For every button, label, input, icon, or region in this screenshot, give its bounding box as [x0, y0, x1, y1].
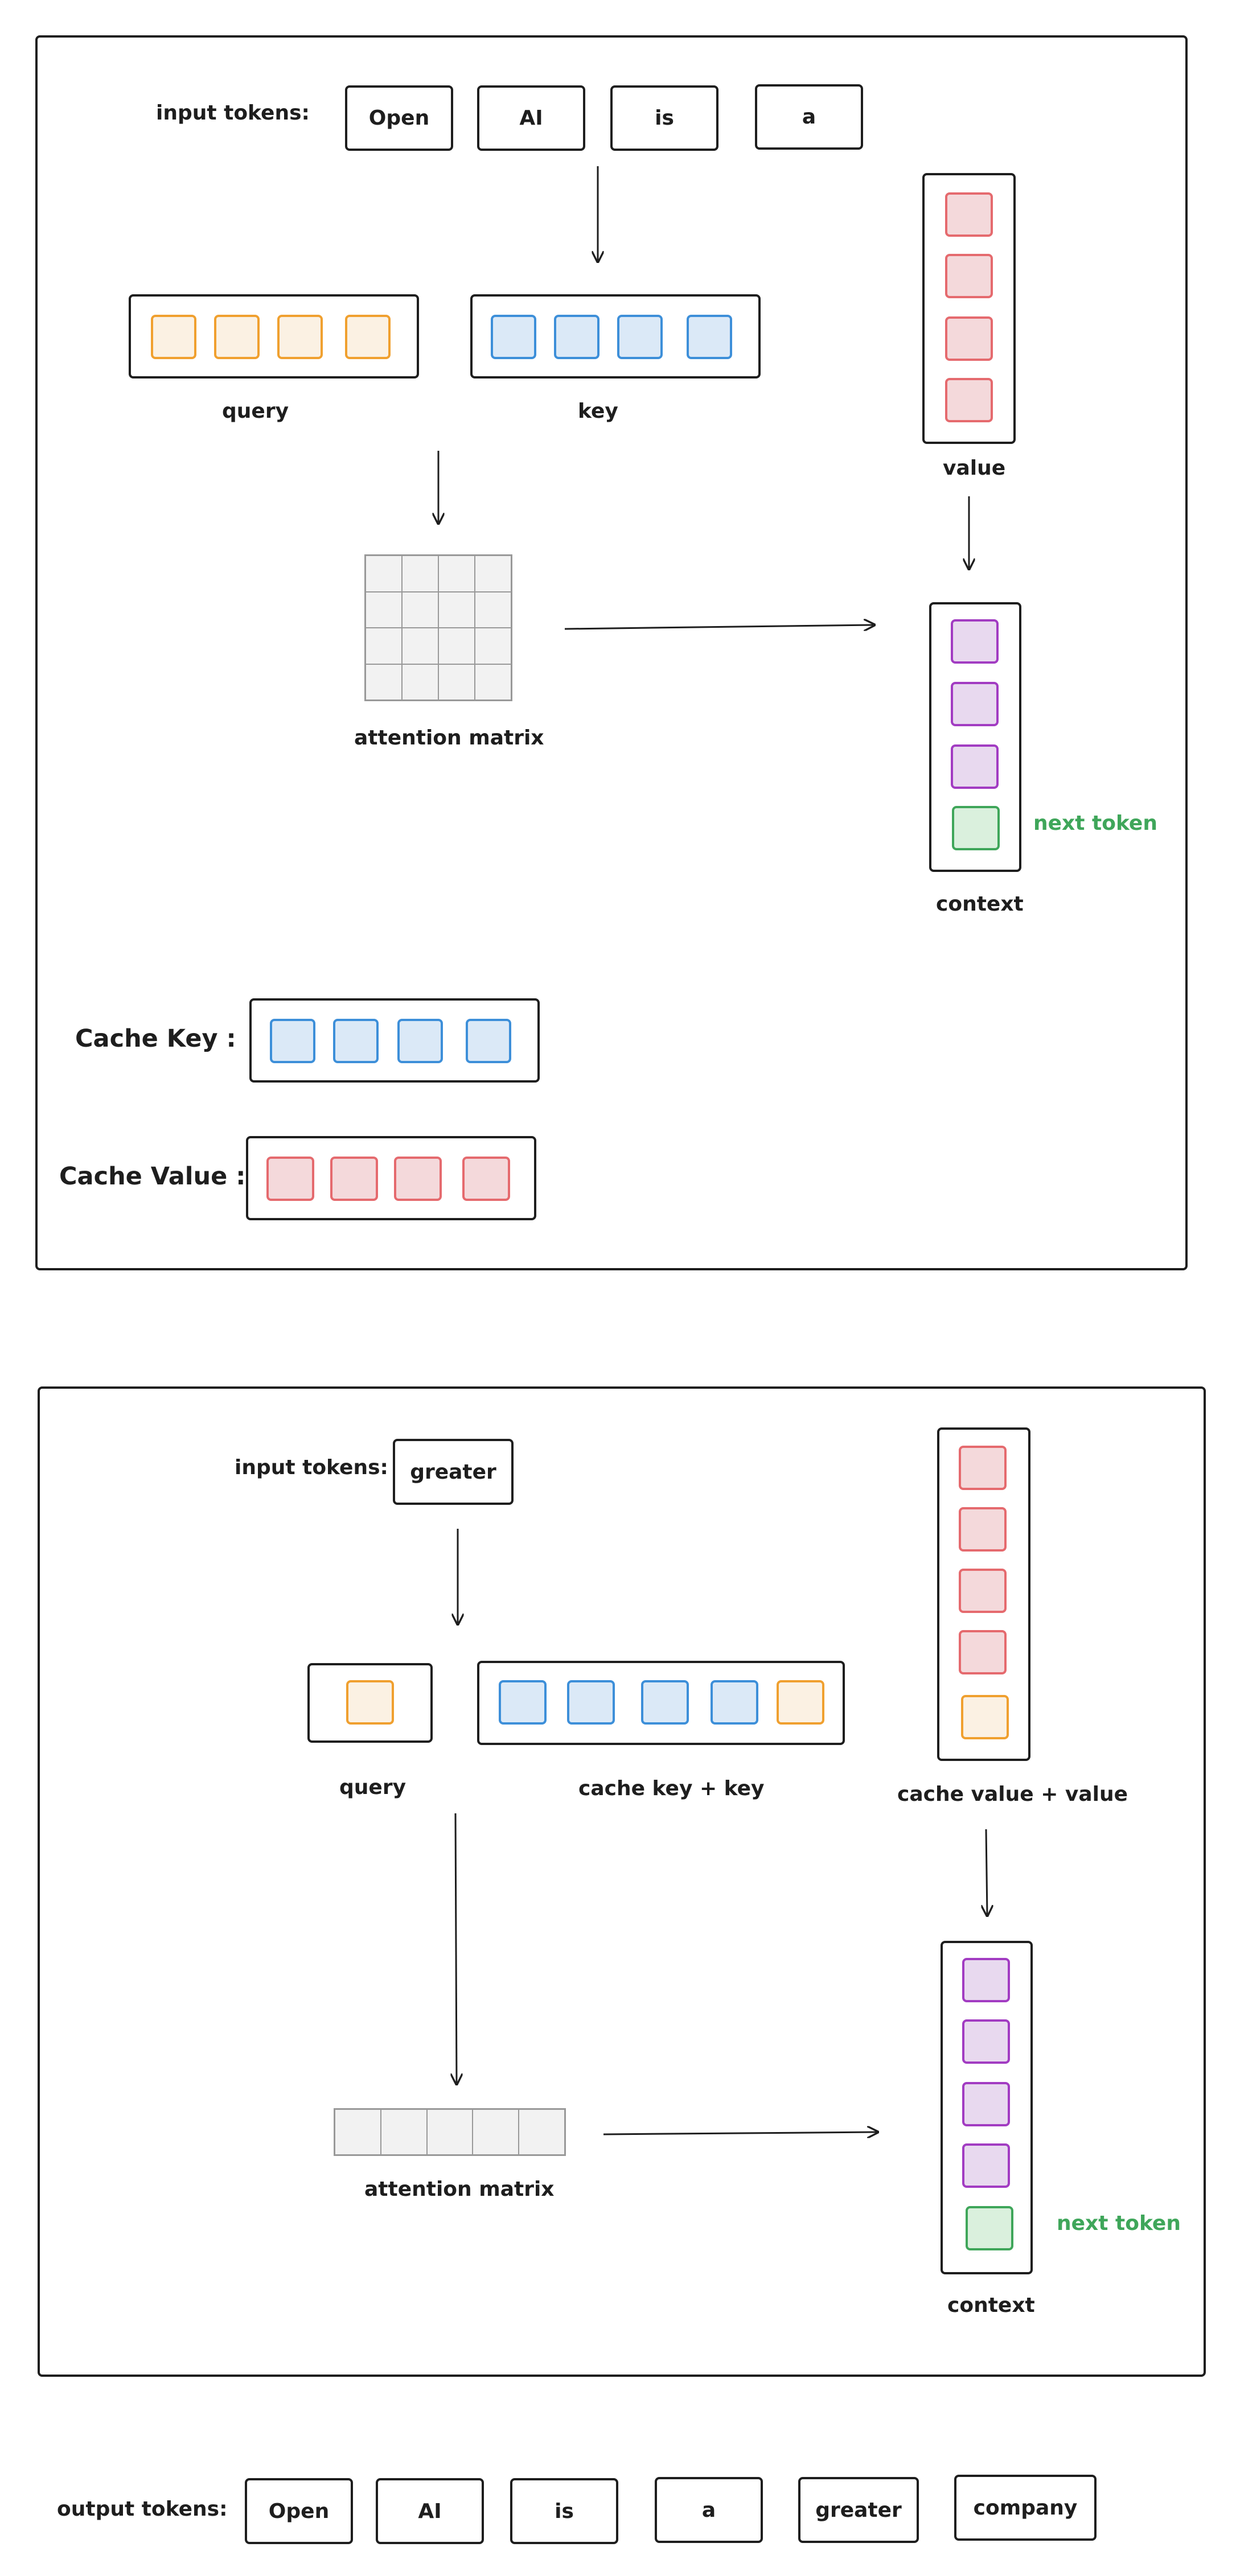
new-key-cell	[777, 1680, 824, 1725]
output-tokens-label: output tokens:	[57, 2497, 228, 2521]
attention-matrix-label-2: attention matrix	[364, 2178, 555, 2201]
cache-value-plus-value-label: cache value + value	[897, 1783, 1128, 1806]
cache-key-cell	[270, 1019, 315, 1063]
cache-key-cell	[333, 1019, 379, 1063]
input-token-ai: AI	[477, 85, 585, 151]
arrow-attention-to-context	[564, 625, 874, 629]
value-label: value	[943, 456, 1006, 480]
query-cell	[277, 315, 323, 359]
arrow-query-to-attention-2	[455, 1813, 457, 2084]
value-cell	[945, 254, 993, 298]
output-token-open: Open	[245, 2478, 353, 2544]
output-token-company: company	[954, 2475, 1097, 2541]
key-vector	[470, 294, 761, 378]
cache-key-cell-2	[641, 1680, 689, 1725]
arrow-value-to-context-2	[986, 1829, 987, 1916]
output-token-greater: greater	[798, 2477, 919, 2543]
context-label: context	[936, 892, 1024, 916]
cache-value-plus-value-vector	[937, 1427, 1030, 1761]
key-cell	[491, 315, 536, 359]
query-cell	[214, 315, 260, 359]
cache-value-cell	[394, 1157, 442, 1201]
query-vector	[129, 294, 419, 378]
context-cell	[951, 682, 999, 726]
input-tokens-label: input tokens:	[156, 101, 310, 125]
cache-key-plus-key-label: cache key + key	[578, 1777, 765, 1800]
cache-value-cell-2	[959, 1630, 1007, 1674]
context-cell-2	[962, 2082, 1010, 2126]
context-vector-2	[941, 1941, 1033, 2274]
cache-value-cell-2	[959, 1446, 1007, 1490]
cache-key-cell-2	[567, 1680, 615, 1725]
context-vector	[929, 602, 1021, 872]
cache-key-plus-key-vector	[477, 1661, 845, 1745]
context-cell-2	[962, 2019, 1010, 2064]
query-cell	[151, 315, 196, 359]
input-token-greater: greater	[393, 1439, 514, 1505]
next-token-cell	[952, 806, 1000, 850]
next-token-cell-2	[966, 2206, 1013, 2250]
query-label-2: query	[339, 1776, 406, 1799]
context-cell	[951, 619, 999, 664]
query-cell-2	[346, 1680, 394, 1725]
cache-key-cell	[397, 1019, 443, 1063]
cache-value-label: Cache Value :	[59, 1162, 246, 1191]
context-cell-2	[962, 2143, 1010, 2188]
cache-key-label: Cache Key :	[75, 1024, 236, 1053]
context-cell	[951, 744, 999, 789]
cache-value-cell-2	[959, 1507, 1007, 1552]
cache-key-cell-2	[711, 1680, 758, 1725]
key-cell	[554, 315, 599, 359]
input-token-open: Open	[345, 85, 453, 151]
value-vector	[922, 173, 1016, 444]
input-tokens-label-2: input tokens:	[235, 1456, 388, 1479]
cache-value-cell	[462, 1157, 510, 1201]
new-value-cell	[961, 1695, 1009, 1739]
cache-value-cell	[266, 1157, 314, 1201]
input-token-is: is	[610, 85, 718, 151]
value-cell	[945, 378, 993, 422]
query-vector-2	[307, 1663, 433, 1743]
value-cell	[945, 192, 993, 237]
arrow-attention-to-context-2	[603, 2132, 878, 2134]
query-cell	[345, 315, 391, 359]
query-label: query	[222, 400, 289, 423]
attention-matrix-1x5	[334, 2108, 566, 2156]
next-token-label: next token	[1033, 812, 1157, 835]
cache-value-cell-2	[959, 1569, 1007, 1613]
key-cell	[617, 315, 663, 359]
output-token-is: is	[510, 2478, 618, 2544]
attention-matrix-4x4	[364, 554, 512, 701]
output-token-a: a	[655, 2477, 763, 2543]
cache-key-cell	[466, 1019, 511, 1063]
context-cell-2	[962, 1958, 1010, 2002]
key-cell	[687, 315, 732, 359]
input-token-a: a	[755, 84, 863, 150]
cache-key-cell-2	[499, 1680, 547, 1725]
key-label: key	[578, 400, 618, 423]
context-label-2: context	[947, 2294, 1035, 2317]
cache-value-vector	[246, 1136, 536, 1220]
value-cell	[945, 316, 993, 361]
output-token-ai: AI	[376, 2478, 484, 2544]
kv-cache-step-2-panel	[38, 1386, 1206, 2377]
attention-matrix-label: attention matrix	[354, 726, 544, 750]
kv-cache-step-1-panel	[35, 35, 1188, 1270]
next-token-label-2: next token	[1057, 2212, 1181, 2235]
cache-key-vector	[249, 998, 540, 1083]
cache-value-cell	[330, 1157, 378, 1201]
